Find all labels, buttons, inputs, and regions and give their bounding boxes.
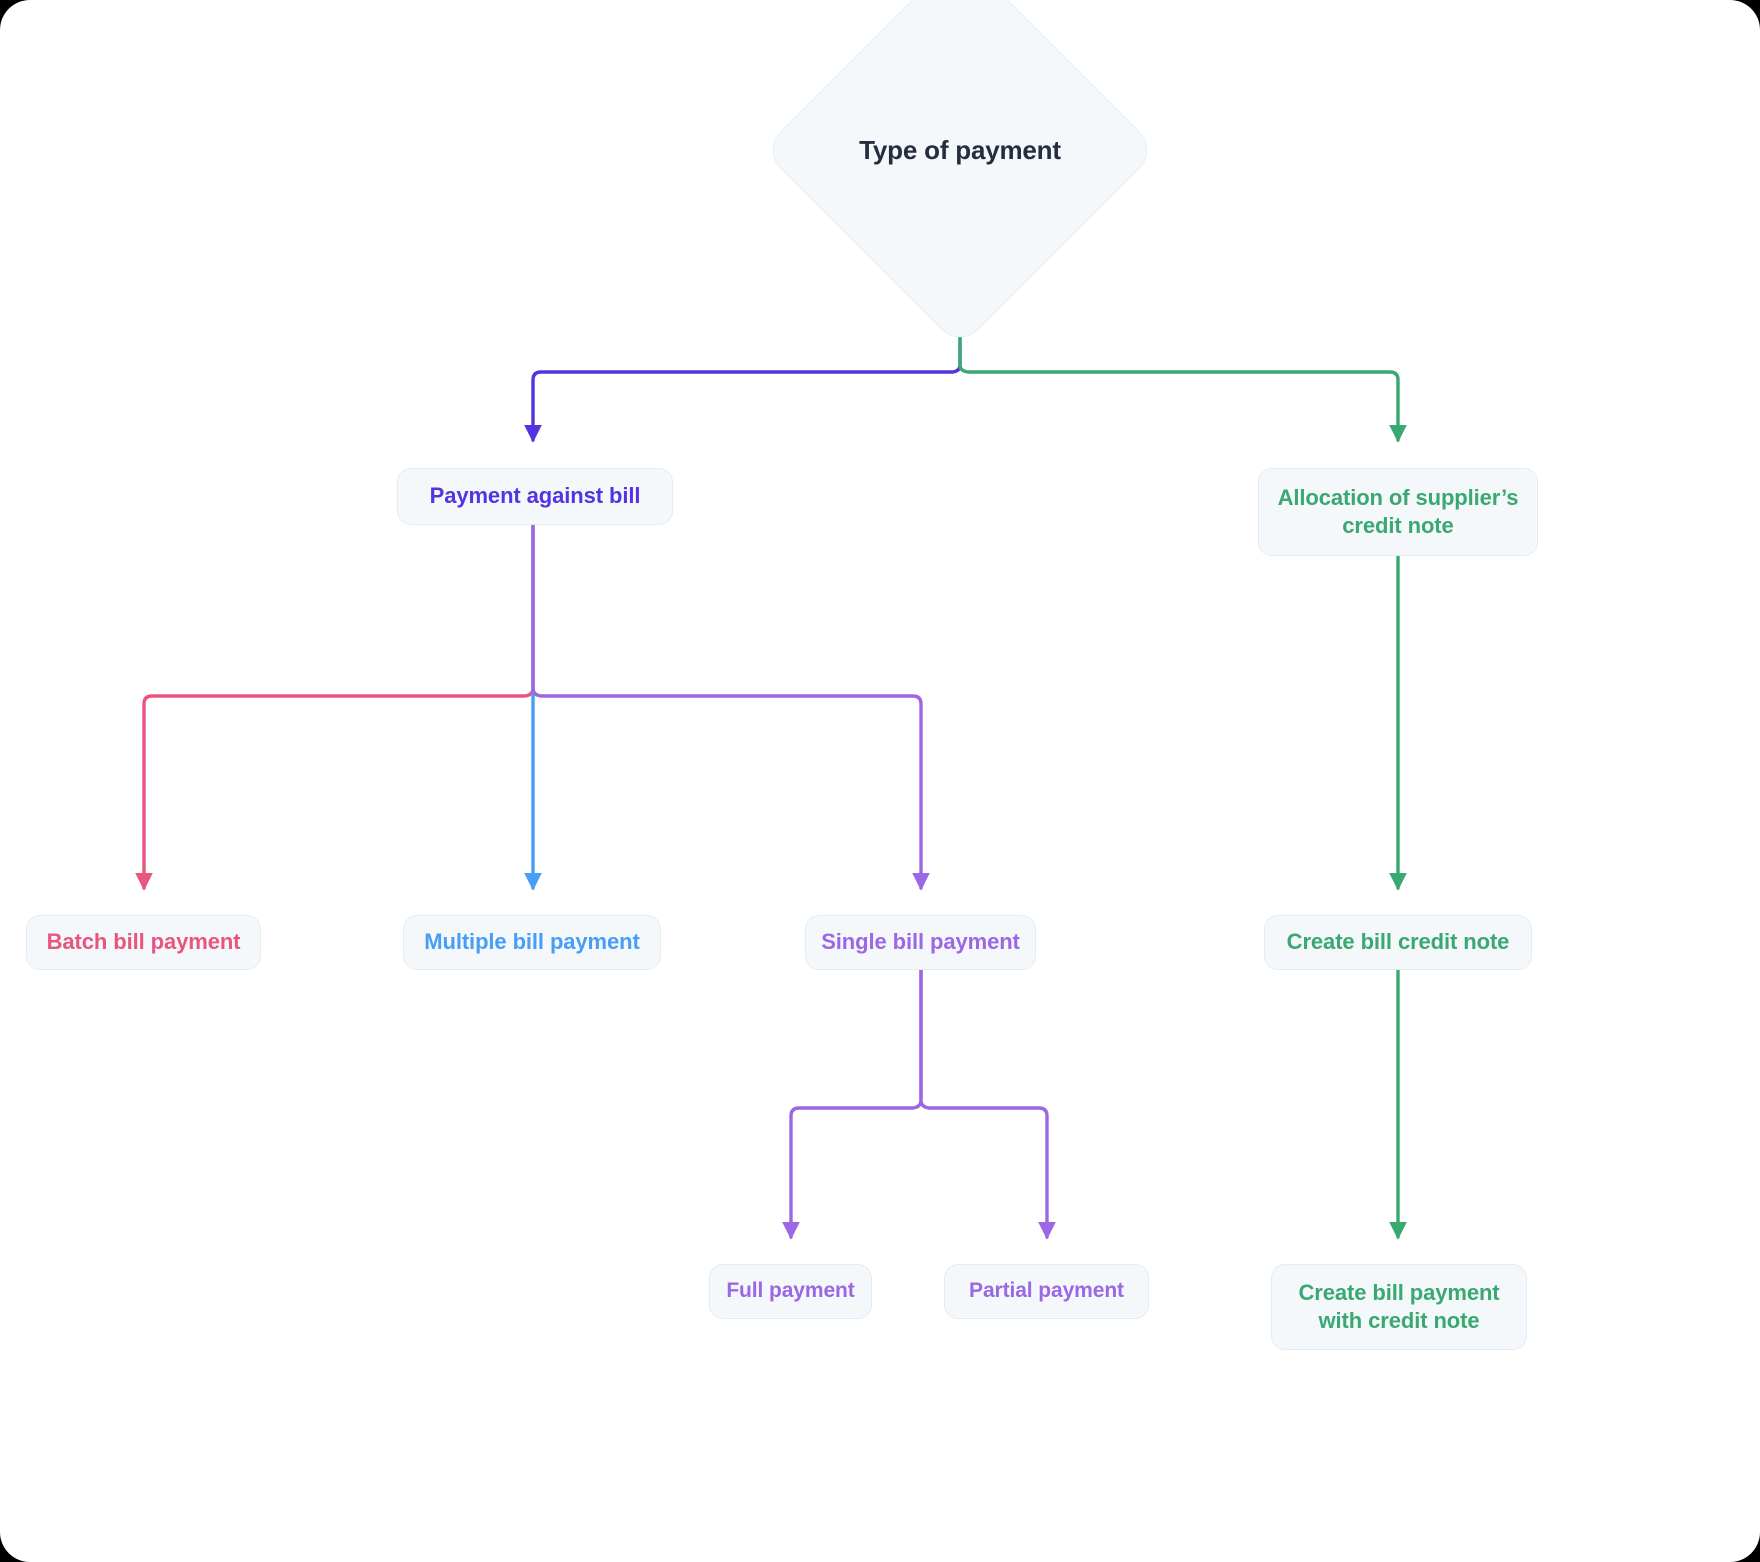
edge-single-to-full-payment bbox=[782, 968, 923, 1240]
node-label: Create bill payment with credit note bbox=[1298, 1279, 1500, 1333]
node-full-payment[interactable]: Full payment bbox=[709, 1264, 872, 1319]
node-multiple-bill-payment[interactable]: Multiple bill payment bbox=[403, 915, 661, 970]
node-create-bill-payment-with-credit-note[interactable]: Create bill payment with credit note bbox=[1271, 1264, 1527, 1350]
node-payment-against-bill[interactable]: Payment against bill bbox=[397, 468, 673, 525]
edge-decision-to-payment-against-bill bbox=[524, 288, 962, 443]
node-label: Create bill credit note bbox=[1286, 929, 1510, 955]
node-label: Multiple bill payment bbox=[424, 929, 640, 955]
node-label: Payment against bill bbox=[429, 483, 641, 509]
node-create-bill-credit-note[interactable]: Create bill credit note bbox=[1264, 915, 1532, 970]
edge-payment-against-bill-to-single bbox=[531, 523, 930, 891]
edge-single-to-partial-payment bbox=[919, 968, 1056, 1240]
node-single-bill-payment[interactable]: Single bill payment bbox=[805, 915, 1036, 970]
node-label: Allocation of supplier’s credit note bbox=[1277, 484, 1519, 538]
node-allocation-supplier-credit-note[interactable]: Allocation of supplier’s credit note bbox=[1258, 468, 1538, 556]
node-partial-payment[interactable]: Partial payment bbox=[944, 1264, 1149, 1319]
node-label: Batch bill payment bbox=[46, 929, 241, 955]
node-label: Full payment bbox=[726, 1279, 855, 1303]
decision-label: Type of payment bbox=[859, 134, 1061, 165]
node-batch-bill-payment[interactable]: Batch bill payment bbox=[26, 915, 261, 970]
decision-diamond[interactable] bbox=[762, 0, 1158, 348]
node-label: Partial payment bbox=[969, 1279, 1124, 1303]
edge-decision-to-allocation-supplier-credit-note bbox=[958, 288, 1407, 443]
node-label: Single bill payment bbox=[821, 929, 1020, 955]
edge-payment-against-bill-to-batch bbox=[135, 523, 535, 891]
